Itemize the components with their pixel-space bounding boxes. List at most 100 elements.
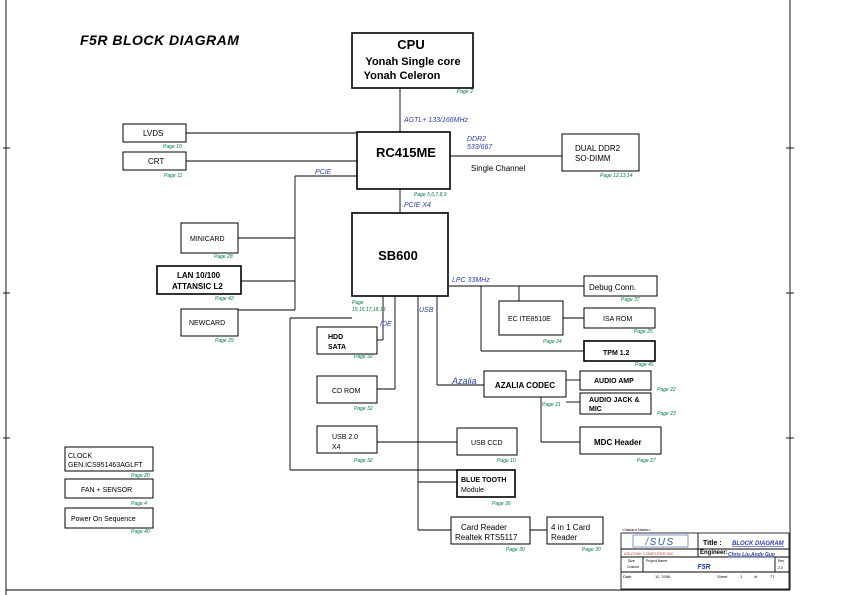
minicard-box <box>180 222 239 254</box>
sheet-value: 1 <box>740 574 743 579</box>
codec-label: AZALIA CODEC <box>495 381 555 390</box>
southbridge-page-ref: 15,16,17,18,19 <box>352 307 386 313</box>
fan-sensor-label: FAN + SENSOR <box>81 487 132 494</box>
bluetooth-page-ref: Page 36 <box>492 501 511 507</box>
lvds-label: LVDS <box>143 129 163 138</box>
crt-box <box>122 151 187 171</box>
northbridge-page-ref: Page 5,6,7,8,9 <box>414 192 447 198</box>
fan-sensor-box <box>64 478 154 499</box>
dimm-page-ref: Page 12,13,14 <box>600 173 633 179</box>
cpu-model-single: Yonah Single core <box>365 56 460 68</box>
bluetooth-line2: Module <box>461 487 484 494</box>
diagram-title: F5R BLOCK DIAGRAM <box>80 32 239 48</box>
asus-logo: /SUS <box>644 537 674 548</box>
northbridge-box <box>356 131 451 190</box>
clock-gen-line2: GEN.ICS951463AGLFT <box>68 462 143 469</box>
newcard-page-ref: Page 29 <box>215 338 234 344</box>
four-in-one-line1: 4 in 1 Card <box>551 523 590 532</box>
isa-rom-label: ISA ROM <box>603 316 632 323</box>
fan-sensor-page-ref: Page 4 <box>131 501 147 507</box>
company-name: ASUSTeK COMPUTER INC <box>624 551 674 556</box>
asus-logo-mark <box>632 534 689 548</box>
tpm-box <box>583 340 656 362</box>
power-on-page-ref: Page 40 <box>131 529 150 535</box>
cpu-title: CPU <box>397 37 424 52</box>
four-in-one-line2: Reader <box>551 533 578 542</box>
rev-value: 2.0 <box>778 566 783 570</box>
usb20-line2: X4 <box>332 444 341 451</box>
minicard-label: MINICARD <box>190 236 225 243</box>
sheet-label: Sheet <box>717 574 728 579</box>
usb20-page-ref: Page 32 <box>354 458 373 464</box>
crt-page-ref: Page 11 <box>164 173 182 179</box>
usb20-box <box>316 425 378 454</box>
pcie-x4-label: PCIE X4 <box>404 202 431 209</box>
southbridge-page-label: Page <box>352 300 364 306</box>
newcard-label: NEWCARD <box>189 320 225 327</box>
rev-label: Rev <box>778 559 784 563</box>
mdc-page-ref: Page 27 <box>637 458 656 464</box>
dimm-box <box>561 133 640 172</box>
four-in-one-page-ref: Page 30 <box>582 547 601 553</box>
ddr-speed-label: 533/667 <box>467 144 493 151</box>
hdd-line2: SATA <box>328 344 346 351</box>
cpu-model-celeron: Yonah Celeron <box>364 70 441 82</box>
of-label: of <box>754 574 758 579</box>
newcard-box <box>180 308 239 337</box>
hdd-box <box>316 326 378 355</box>
agtl-bus-label: AGTL+ 133/166MHz <box>403 117 469 124</box>
clock-gen-box <box>64 446 154 472</box>
tpm-page-ref: Page 45 <box>635 362 654 368</box>
ec-page-ref: Page 24 <box>543 339 562 345</box>
mdc-label: MDC Header <box>594 438 642 447</box>
audio-jack-line2: MIC <box>589 406 602 413</box>
usb-bus-label: USB <box>419 307 434 314</box>
ec-box <box>498 300 564 336</box>
hdd-page-ref: Page 32 <box>354 354 373 360</box>
cpu-box <box>351 32 474 89</box>
card-reader-box <box>450 516 531 545</box>
dimm-line2: SO-DIMM <box>575 154 611 163</box>
engineer-value: Chris Liu,Andy Guo <box>728 552 775 558</box>
audio-jack-line1: AUDIO JACK & <box>589 397 640 404</box>
crt-label: CRT <box>148 157 164 166</box>
lan-box <box>156 265 242 295</box>
bluetooth-box <box>456 469 516 498</box>
azalia-bus-label: Azalia <box>451 376 477 386</box>
mdc-box <box>579 426 662 455</box>
isa-rom-box <box>583 307 656 329</box>
cdrom-page-ref: Page 32 <box>354 406 373 412</box>
four-in-one-box <box>546 516 604 545</box>
usb-ccd-label: USB CCD <box>471 440 503 447</box>
debug-conn-page-ref: Page 37 <box>621 297 640 303</box>
connection-lines <box>186 88 584 531</box>
southbridge-label: SB600 <box>378 248 418 263</box>
hdd-line1: HDD <box>328 334 343 341</box>
single-channel-label: Single Channel <box>471 164 525 173</box>
usb20-line1: USB 2.0 <box>332 434 358 441</box>
audio-amp-page-ref: Page 22 <box>657 387 676 393</box>
title-block: <Variant Name> /SUS ASUSTeK COMPUTER INC… <box>620 527 790 590</box>
northbridge-label: RC415ME <box>376 145 436 160</box>
lan-page-ref: Page 42 <box>215 296 234 302</box>
ec-label: EC ITE8510E <box>508 316 551 323</box>
southbridge-box <box>351 212 449 297</box>
isa-rom-page-ref: Page 25 <box>634 329 653 335</box>
size-value: Custom <box>627 565 639 569</box>
codec-page-ref: Page 21 <box>542 402 561 408</box>
tpm-label: TPM 1.2 <box>603 350 630 357</box>
lan-line1: LAN 10/100 <box>177 271 221 280</box>
project-value: F5R <box>697 564 710 571</box>
cdrom-label: CD ROM <box>332 388 361 395</box>
clock-gen-page-ref: Page 20 <box>131 473 150 479</box>
clock-gen-line1: CLOCK <box>68 453 92 460</box>
title-label: Title : <box>703 540 722 547</box>
audio-jack-box <box>579 392 652 415</box>
title-block-header: <Variant Name> <box>622 527 651 532</box>
usb-ccd-page-ref: Page 10 <box>497 458 516 464</box>
date-value: 11, 2006 <box>655 574 671 579</box>
usb-ccd-box <box>456 427 518 456</box>
ddr-bus-label: DDR2 <box>467 136 486 143</box>
pcie-bus-label: PCIE <box>315 169 332 176</box>
power-on-box <box>64 507 154 529</box>
